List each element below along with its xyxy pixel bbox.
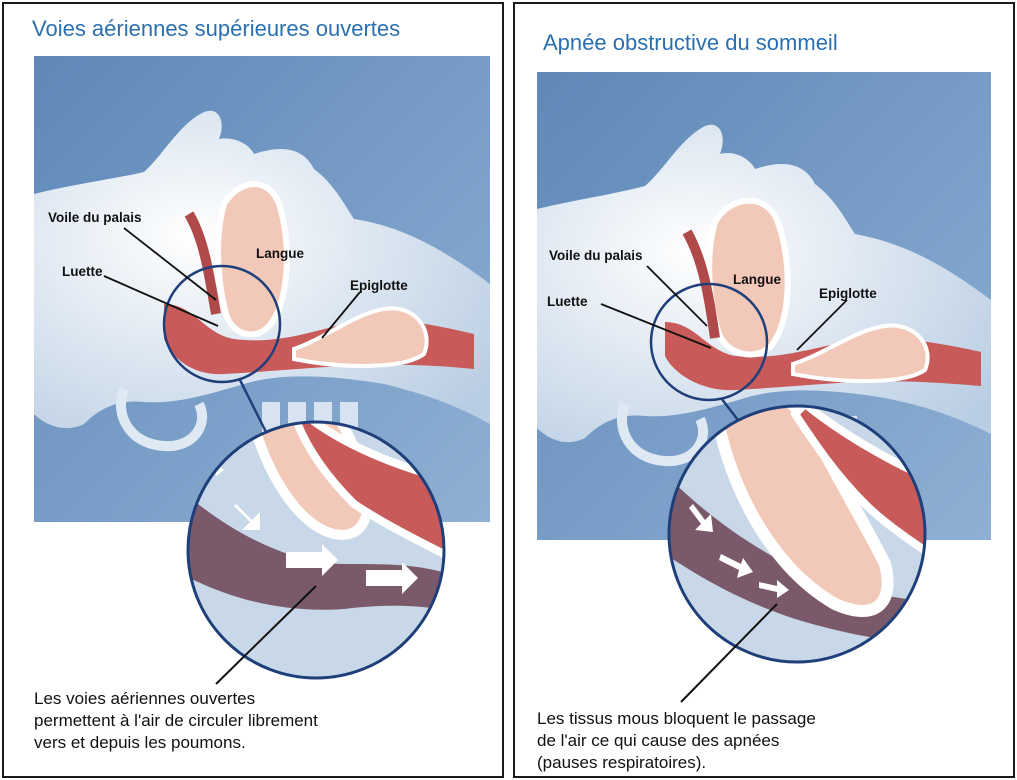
panel-caption: Les tissus mous bloquent le passage de l… [537, 708, 977, 774]
label-uvula: Luette [62, 264, 103, 279]
obstructed-airway-illustration: Voile du palais Langue Luette Epiglotte [515, 4, 1013, 776]
caption-line: (pauses respiratoires). [537, 752, 977, 774]
panel-open-airway: Voile du palais Langue Luette Epiglotte … [2, 2, 504, 778]
label-epiglottis: Epiglotte [350, 278, 408, 293]
caption-line: vers et depuis les poumons. [34, 732, 454, 754]
label-tongue: Langue [733, 272, 781, 287]
label-soft-palate: Voile du palais [48, 210, 142, 225]
caption-line: de l'air ce qui cause des apnées [537, 730, 977, 752]
panel-title: Voies aériennes supérieures ouvertes [32, 16, 400, 42]
caption-line: Les tissus mous bloquent le passage [537, 708, 977, 730]
caption-line: Les voies aériennes ouvertes [34, 688, 454, 710]
caption-line: permettent à l'air de circuler librement [34, 710, 454, 732]
label-epiglottis: Epiglotte [819, 286, 877, 301]
panel-title: Apnée obstructive du sommeil [543, 30, 838, 56]
label-soft-palate: Voile du palais [549, 248, 643, 263]
panel-caption: Les voies aériennes ouvertes permettent … [34, 688, 454, 754]
label-uvula: Luette [547, 294, 588, 309]
open-airway-illustration: Voile du palais Langue Luette Epiglotte [4, 4, 502, 776]
panel-obstructive-apnea: Voile du palais Langue Luette Epiglotte … [513, 2, 1015, 778]
label-tongue: Langue [256, 246, 304, 261]
